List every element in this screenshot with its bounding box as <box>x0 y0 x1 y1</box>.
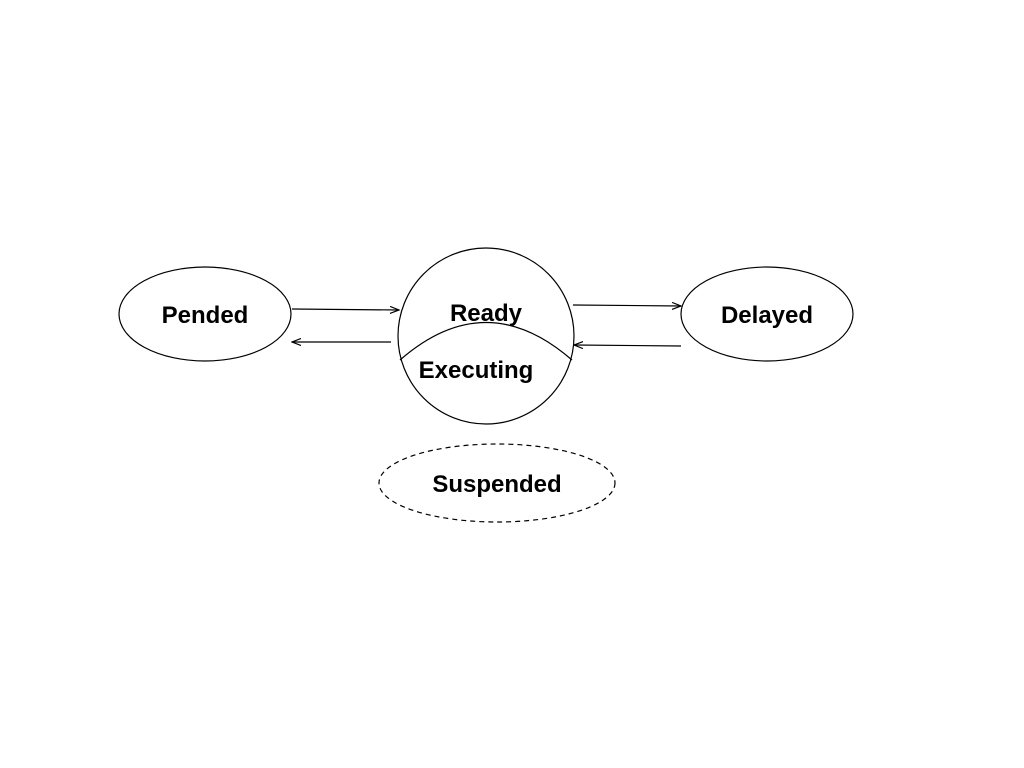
pended-label: Pended <box>162 302 249 329</box>
executing-label: Executing <box>419 357 534 384</box>
suspended-label: Suspended <box>432 471 561 498</box>
ready-executing-circle <box>397 247 575 425</box>
arrow-pended-to-ready <box>291 309 399 310</box>
delayed-state: Delayed <box>680 266 854 362</box>
ready-label: Ready <box>450 300 523 327</box>
arrow-delayed-to-ready <box>574 345 682 346</box>
suspended-state: Suspended <box>378 443 616 523</box>
ready-executing-state: Ready Executing <box>397 247 575 425</box>
pended-state: Pended <box>118 266 292 362</box>
delayed-label: Delayed <box>721 302 813 329</box>
delayed-ellipse <box>680 266 854 362</box>
arrow-ready-to-delayed <box>572 305 681 306</box>
suspended-ellipse <box>378 443 616 523</box>
pended-ellipse <box>118 266 292 362</box>
ready-executing-divider <box>399 322 573 361</box>
